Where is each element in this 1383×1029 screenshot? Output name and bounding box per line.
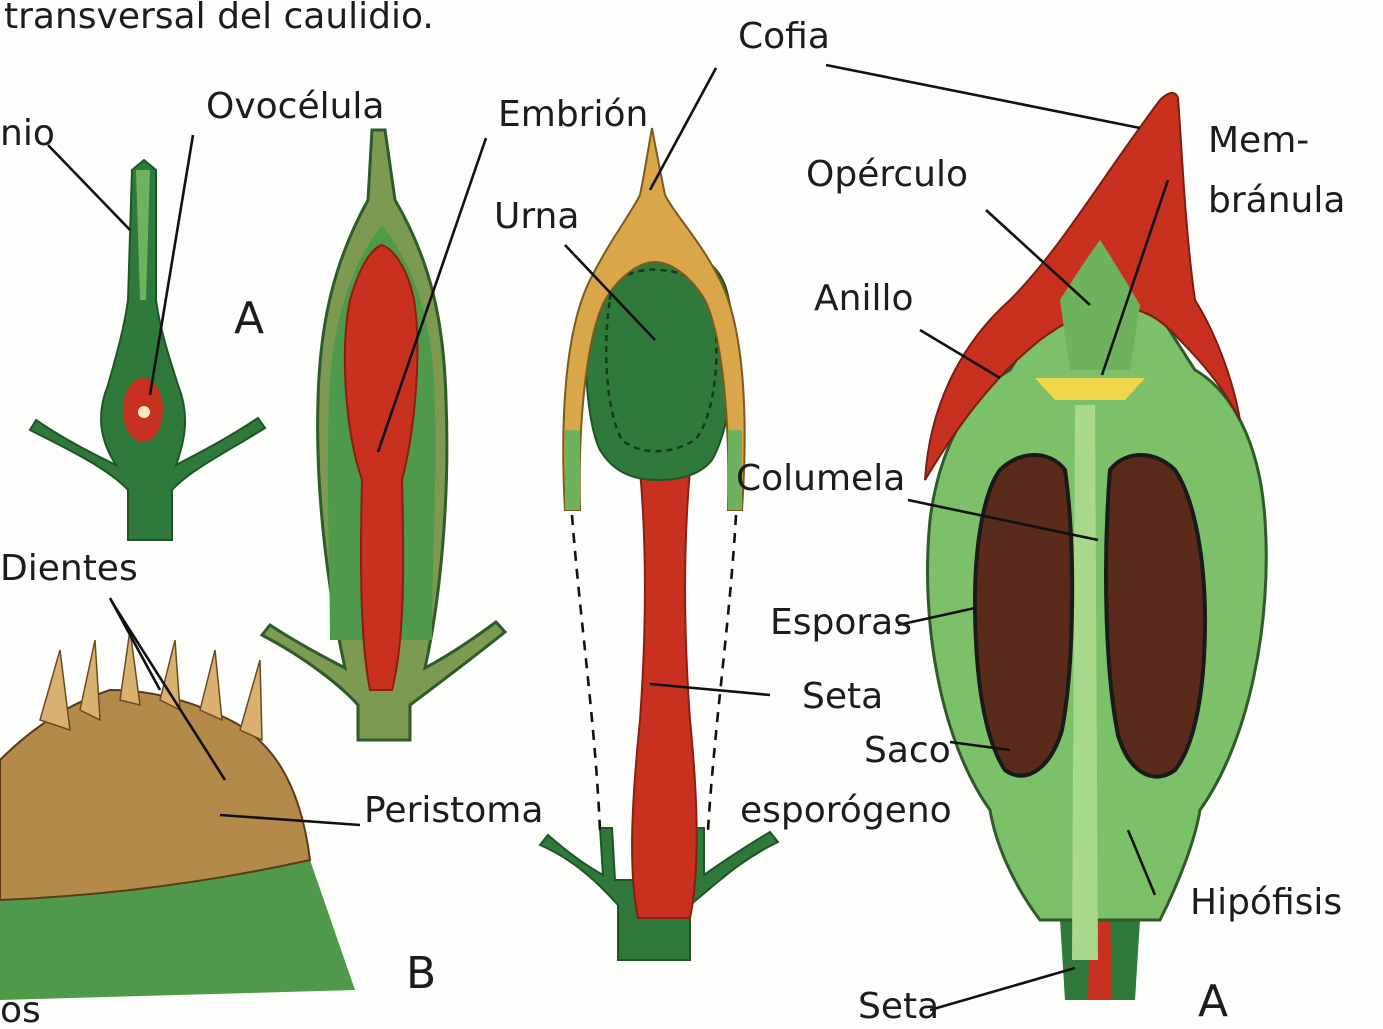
label-peristoma: Peristoma — [364, 790, 543, 831]
label-anillo: Anillo — [814, 278, 913, 319]
letter-b: B — [406, 948, 436, 999]
capsule-section-figure — [925, 93, 1266, 1000]
label-esporogeno: esporógeno — [740, 790, 952, 831]
label-bottom-fragment: os — [0, 990, 41, 1029]
label-cofia: Cofia — [738, 16, 830, 57]
label-embrion: Embrión — [498, 94, 648, 135]
dashed-outline-left — [572, 515, 600, 830]
dashed-outline-right — [708, 515, 736, 830]
label-membranula-1: Mem- — [1208, 120, 1309, 161]
letter-a-left: A — [234, 293, 264, 344]
line-cofia-left — [650, 68, 716, 190]
line-cofia-right — [826, 65, 1140, 128]
line-arquegonio — [48, 145, 130, 230]
letter-a-right: A — [1198, 976, 1228, 1027]
archegonium-figure — [30, 160, 265, 540]
label-ovocelula: Ovocélula — [206, 86, 385, 127]
label-dientes: Dientes — [0, 548, 138, 589]
label-hipofisis: Hipófisis — [1190, 882, 1342, 923]
ovocell-dot — [138, 406, 150, 418]
sporophyte-young-figure — [540, 128, 778, 960]
calyptra-left-tip — [565, 430, 580, 510]
label-arquegonio-fragment: nio — [0, 113, 55, 154]
peristome-figure — [0, 630, 355, 1000]
seta-stalk — [632, 470, 697, 918]
capsule-columella — [1072, 405, 1098, 960]
label-esporas: Esporas — [770, 602, 912, 643]
line-seta-bottom — [930, 968, 1075, 1010]
label-membranula-2: bránula — [1208, 180, 1345, 221]
label-columela: Columela — [736, 458, 905, 499]
label-seta-mid: Seta — [802, 676, 883, 717]
label-urna: Urna — [494, 196, 579, 237]
label-seta-bottom: Seta — [858, 986, 939, 1027]
label-saco: Saco — [864, 730, 951, 771]
spore-sac-left — [975, 455, 1072, 776]
spore-sac-right — [1106, 455, 1205, 777]
header-text: transversal del caulidio. — [4, 0, 434, 37]
label-operculo: Opérculo — [806, 154, 968, 195]
